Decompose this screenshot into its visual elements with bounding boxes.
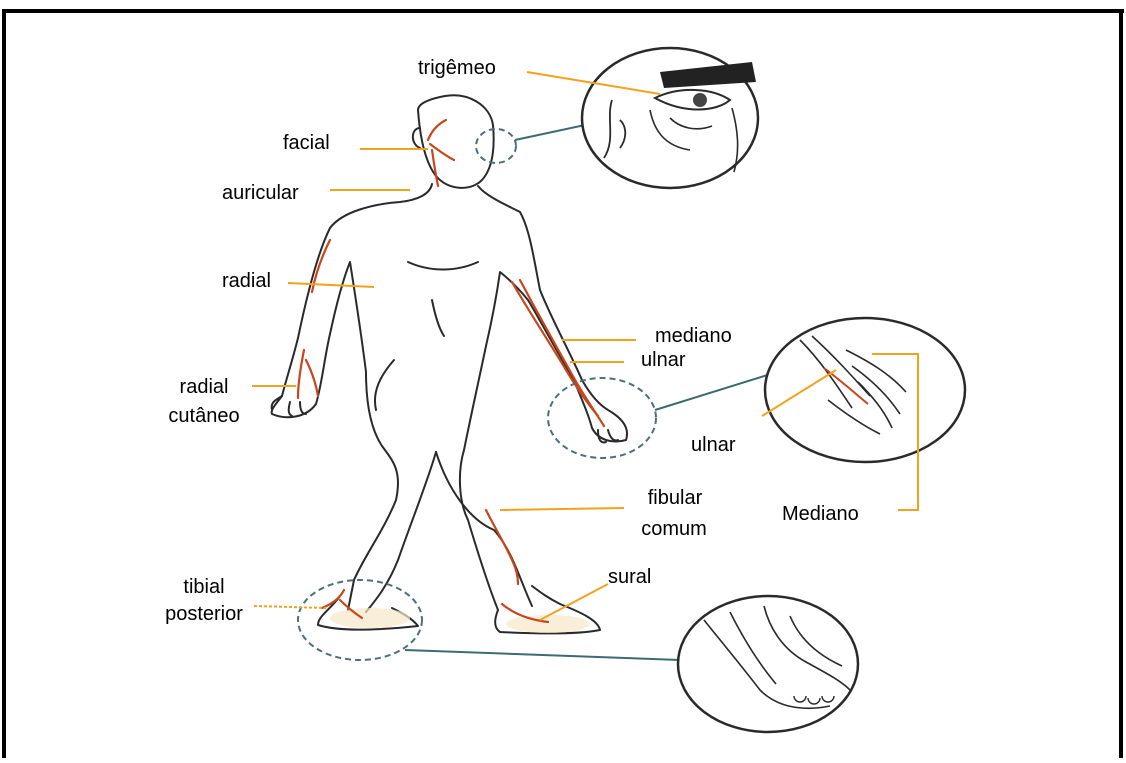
label-tibial-line2: posterior	[156, 602, 252, 626]
label-trigemeo: trigêmeo	[418, 56, 496, 80]
label-ulnar-arm: ulnar	[641, 348, 685, 372]
label-auricular: auricular	[222, 181, 299, 205]
body-outline	[272, 184, 432, 610]
back-leg-inner	[366, 452, 436, 612]
label-facial: facial	[283, 131, 330, 155]
label-mediano: mediano	[655, 324, 732, 348]
fibular-nerve	[486, 510, 518, 584]
foot-connector	[405, 650, 680, 660]
label-radial-cutaneo-line1: radial	[168, 375, 240, 399]
foot-inset	[678, 596, 858, 732]
belly-line	[432, 300, 444, 336]
body-outline-right	[460, 186, 627, 610]
hand-inset	[765, 318, 965, 462]
head-outline	[418, 95, 494, 188]
leader-radial	[288, 283, 374, 287]
label-fibular-line1: fibular	[633, 486, 717, 510]
face-dashed-circle	[476, 129, 516, 163]
facial-nerve	[428, 120, 454, 186]
leader-tibial	[254, 606, 326, 608]
label-mediano-inset: Mediano	[782, 502, 859, 526]
human-figure	[272, 95, 627, 633]
chest-line	[408, 262, 478, 270]
label-radial: radial	[222, 269, 271, 293]
ear	[413, 128, 420, 148]
ulnar-nerve	[520, 280, 604, 426]
leader-fibular	[500, 508, 624, 510]
label-ulnar-inset: ulnar	[691, 433, 735, 457]
hip-curve	[375, 360, 394, 410]
label-sural: sural	[608, 565, 651, 589]
nerves	[298, 120, 604, 622]
label-radial-cutaneo-line2: cutâneo	[156, 404, 252, 428]
radial-cutaneous-nerve	[298, 350, 318, 398]
hand-dashed-circle	[548, 378, 656, 458]
face-inset	[582, 48, 758, 188]
label-fibular-line2: comum	[626, 517, 722, 541]
front-foot-tint	[506, 615, 590, 633]
label-tibial-line1: tibial	[166, 575, 242, 599]
face-connector	[515, 125, 585, 140]
leader-sural	[540, 584, 608, 620]
back-foot-tint	[330, 608, 410, 628]
back-hand	[272, 396, 306, 416]
